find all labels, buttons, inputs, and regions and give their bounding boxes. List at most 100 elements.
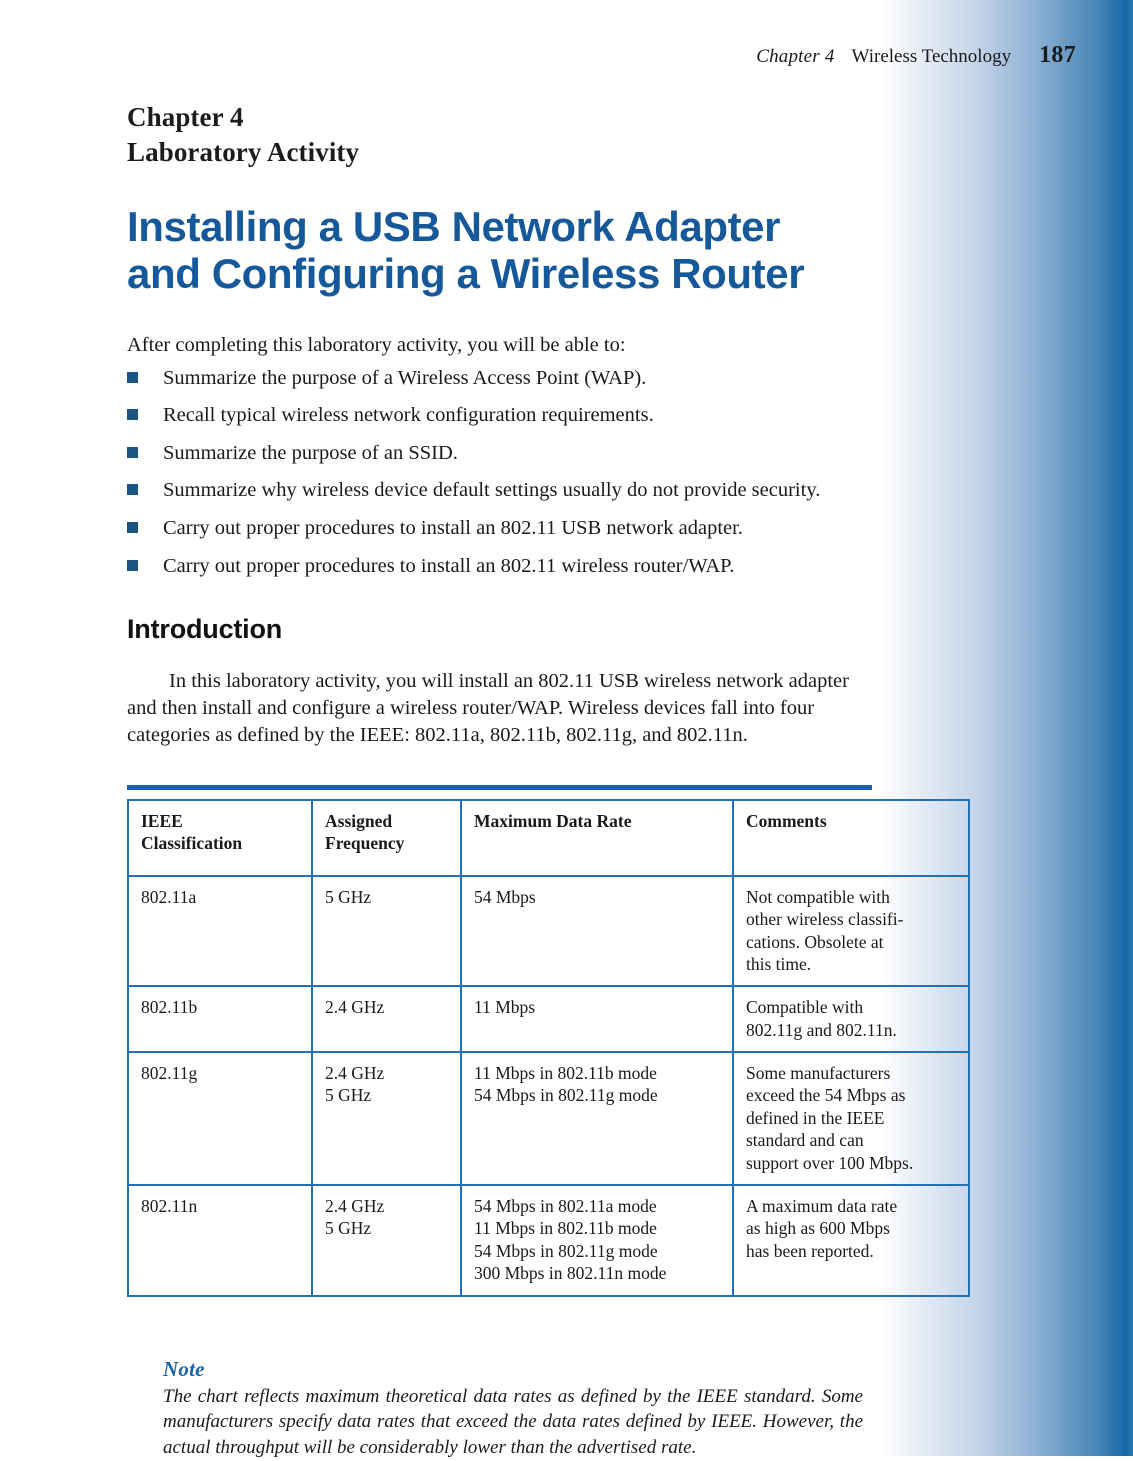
table-row: 802.11b 2.4 GHz 11 Mbps Compatible with … <box>127 985 970 1054</box>
cell-line: as high as 600 Mbps <box>746 1218 890 1239</box>
note-title: Note <box>163 1356 205 1381</box>
cell-line: 5 GHz <box>325 1218 372 1239</box>
table-body: 802.11a 5 GHz 54 Mbps Not compatible wit… <box>127 874 970 1297</box>
cell-line: Not compatible with <box>746 886 890 907</box>
cell-line: standard and can <box>746 1130 864 1151</box>
table-row: 802.11a 5 GHz 54 Mbps Not compatible wit… <box>127 874 970 988</box>
cell-frequency: 2.4 GHz 5 GHz <box>311 1051 462 1187</box>
cell-classification: 802.11n <box>127 1184 313 1297</box>
cell-line: defined in the IEEE <box>746 1107 885 1128</box>
objective-text: Carry out proper procedures to install a… <box>163 517 743 540</box>
column-header-assigned-frequency: Assigned Frequency <box>311 798 462 877</box>
cell-line: 54 Mbps in 802.11a mode <box>474 1196 657 1217</box>
running-head-chapter: Chapter 4 <box>756 46 835 67</box>
cell-line: 5 GHz <box>325 886 372 907</box>
cell-classification: 802.11b <box>127 985 313 1054</box>
cell-classification: 802.11a <box>127 874 313 988</box>
square-bullet-icon <box>127 522 138 534</box>
cell-line: exceed the 54 Mbps as <box>746 1085 906 1106</box>
square-bullet-icon <box>127 559 138 571</box>
objective-text: Summarize the purpose of an SSID. <box>163 441 458 464</box>
cell-line: 54 Mbps in 802.11g mode <box>474 1240 658 1261</box>
spec-table-zone: IEEE Classification Assigned Frequency M… <box>127 784 970 1297</box>
cell-data-rate: 11 Mbps <box>460 985 734 1054</box>
page-title-line-1: Installing a USB Network Adapter <box>127 203 781 251</box>
cell-line: A maximum data rate <box>746 1196 898 1217</box>
cell-data-rate: 54 Mbps in 802.11a mode 11 Mbps in 802.1… <box>460 1184 734 1297</box>
cell-classification: 802.11g <box>127 1051 313 1187</box>
square-bullet-icon <box>127 409 138 421</box>
cell-data-rate: 54 Mbps <box>460 874 734 988</box>
objective-text: Carry out proper procedures to install a… <box>163 554 735 577</box>
cell-line: 2.4 GHz <box>325 1196 385 1217</box>
cell-comments: Some manufacturers exceed the 54 Mbps as… <box>732 1051 970 1187</box>
objective-text: Summarize the purpose of a Wireless Acce… <box>163 366 647 389</box>
cell-line: 2.4 GHz <box>325 1063 385 1084</box>
note-block: Note The chart reflects maximum theoreti… <box>163 1357 863 1461</box>
objective-text: Summarize why wireless device default se… <box>163 479 821 502</box>
page-title: Installing a USB Network Adapter and Con… <box>127 203 882 297</box>
section-heading-introduction: Introduction <box>127 614 283 645</box>
cell-line: this time. <box>746 953 812 974</box>
square-bullet-icon <box>127 371 138 383</box>
objective-text: Recall typical wireless network configur… <box>163 404 654 427</box>
cell-line: has been reported. <box>746 1240 874 1261</box>
cell-data-rate: 11 Mbps in 802.11b mode 54 Mbps in 802.1… <box>460 1051 734 1187</box>
cell-line: 11 Mbps in 802.11b mode <box>474 1063 657 1084</box>
header-line: Classification <box>141 833 243 854</box>
running-head: Chapter 4 Wireless Technology 187 <box>0 42 1076 69</box>
cell-line: 54 Mbps <box>474 886 536 907</box>
cell-line: 5 GHz <box>325 1085 372 1106</box>
list-item: Summarize the purpose of a Wireless Acce… <box>127 365 882 392</box>
cell-line: 54 Mbps in 802.11g mode <box>474 1085 658 1106</box>
column-header-comments: Comments <box>732 798 970 877</box>
list-item: Summarize the purpose of an SSID. <box>127 440 882 467</box>
column-header-maximum-data-rate: Maximum Data Rate <box>460 798 734 877</box>
page-content: Chapter 4 Laboratory Activity Installing… <box>127 0 970 1461</box>
page-title-line-2: and Configuring a Wireless Router <box>127 250 805 298</box>
table-row: 802.11n 2.4 GHz 5 GHz 54 Mbps in 802.11a… <box>127 1184 970 1297</box>
cell-line: cations. Obsolete at <box>746 931 884 952</box>
objectives-list: Summarize the purpose of a Wireless Acce… <box>127 365 882 580</box>
page-number: 187 <box>1039 42 1076 68</box>
note-body: The chart reflects maximum theoretical d… <box>163 1385 863 1459</box>
header-line: Assigned <box>325 810 393 831</box>
introduction-paragraph: In this laboratory activity, you will in… <box>127 669 849 746</box>
header-line: Frequency <box>325 833 405 854</box>
cell-line: Compatible with <box>746 997 864 1018</box>
cell-line: 300 Mbps in 802.11n mode <box>474 1263 667 1284</box>
header-line: IEEE <box>141 810 183 831</box>
cell-frequency: 2.4 GHz 5 GHz <box>311 1184 462 1297</box>
table-header: IEEE Classification Assigned Frequency M… <box>127 798 970 877</box>
header-line: Comments <box>746 810 827 831</box>
cell-line: 2.4 GHz <box>325 997 385 1018</box>
list-item: Recall typical wireless network configur… <box>127 402 882 429</box>
header-line: Maximum Data Rate <box>474 810 632 831</box>
cell-comments: Not compatible with other wireless class… <box>732 874 970 988</box>
column-header-ieee-classification: IEEE Classification <box>127 798 313 877</box>
wireless-standards-table: IEEE Classification Assigned Frequency M… <box>127 798 970 1297</box>
running-head-section-title: Wireless Technology <box>851 46 1012 67</box>
cell-line: Some manufacturers <box>746 1063 891 1084</box>
chapter-kicker: Chapter 4 Laboratory Activity <box>127 100 882 169</box>
table-row: 802.11g 2.4 GHz 5 GHz 11 Mbps in 802.11b… <box>127 1051 970 1187</box>
kicker-line-activity: Laboratory Activity <box>127 136 360 167</box>
cell-line: 11 Mbps <box>474 997 536 1018</box>
list-item: Carry out proper procedures to install a… <box>127 515 882 542</box>
table-header-row: IEEE Classification Assigned Frequency M… <box>127 798 970 877</box>
table-top-rule <box>127 784 872 790</box>
square-bullet-icon <box>127 446 138 458</box>
cell-line: 802.11g and 802.11n. <box>746 1019 897 1040</box>
list-item: Summarize why wireless device default se… <box>127 477 882 504</box>
square-bullet-icon <box>127 484 138 496</box>
cell-line: other wireless classifi- <box>746 909 904 930</box>
cell-line: support over 100 Mbps. <box>746 1152 914 1173</box>
cell-frequency: 5 GHz <box>311 874 462 988</box>
objectives-intro-text: After completing this laboratory activit… <box>127 334 626 357</box>
cell-frequency: 2.4 GHz <box>311 985 462 1054</box>
cell-line: 11 Mbps in 802.11b mode <box>474 1218 657 1239</box>
list-item: Carry out proper procedures to install a… <box>127 553 882 580</box>
cell-comments: Compatible with 802.11g and 802.11n. <box>732 985 970 1054</box>
cell-comments: A maximum data rate as high as 600 Mbps … <box>732 1184 970 1297</box>
kicker-line-chapter: Chapter 4 <box>127 102 244 132</box>
